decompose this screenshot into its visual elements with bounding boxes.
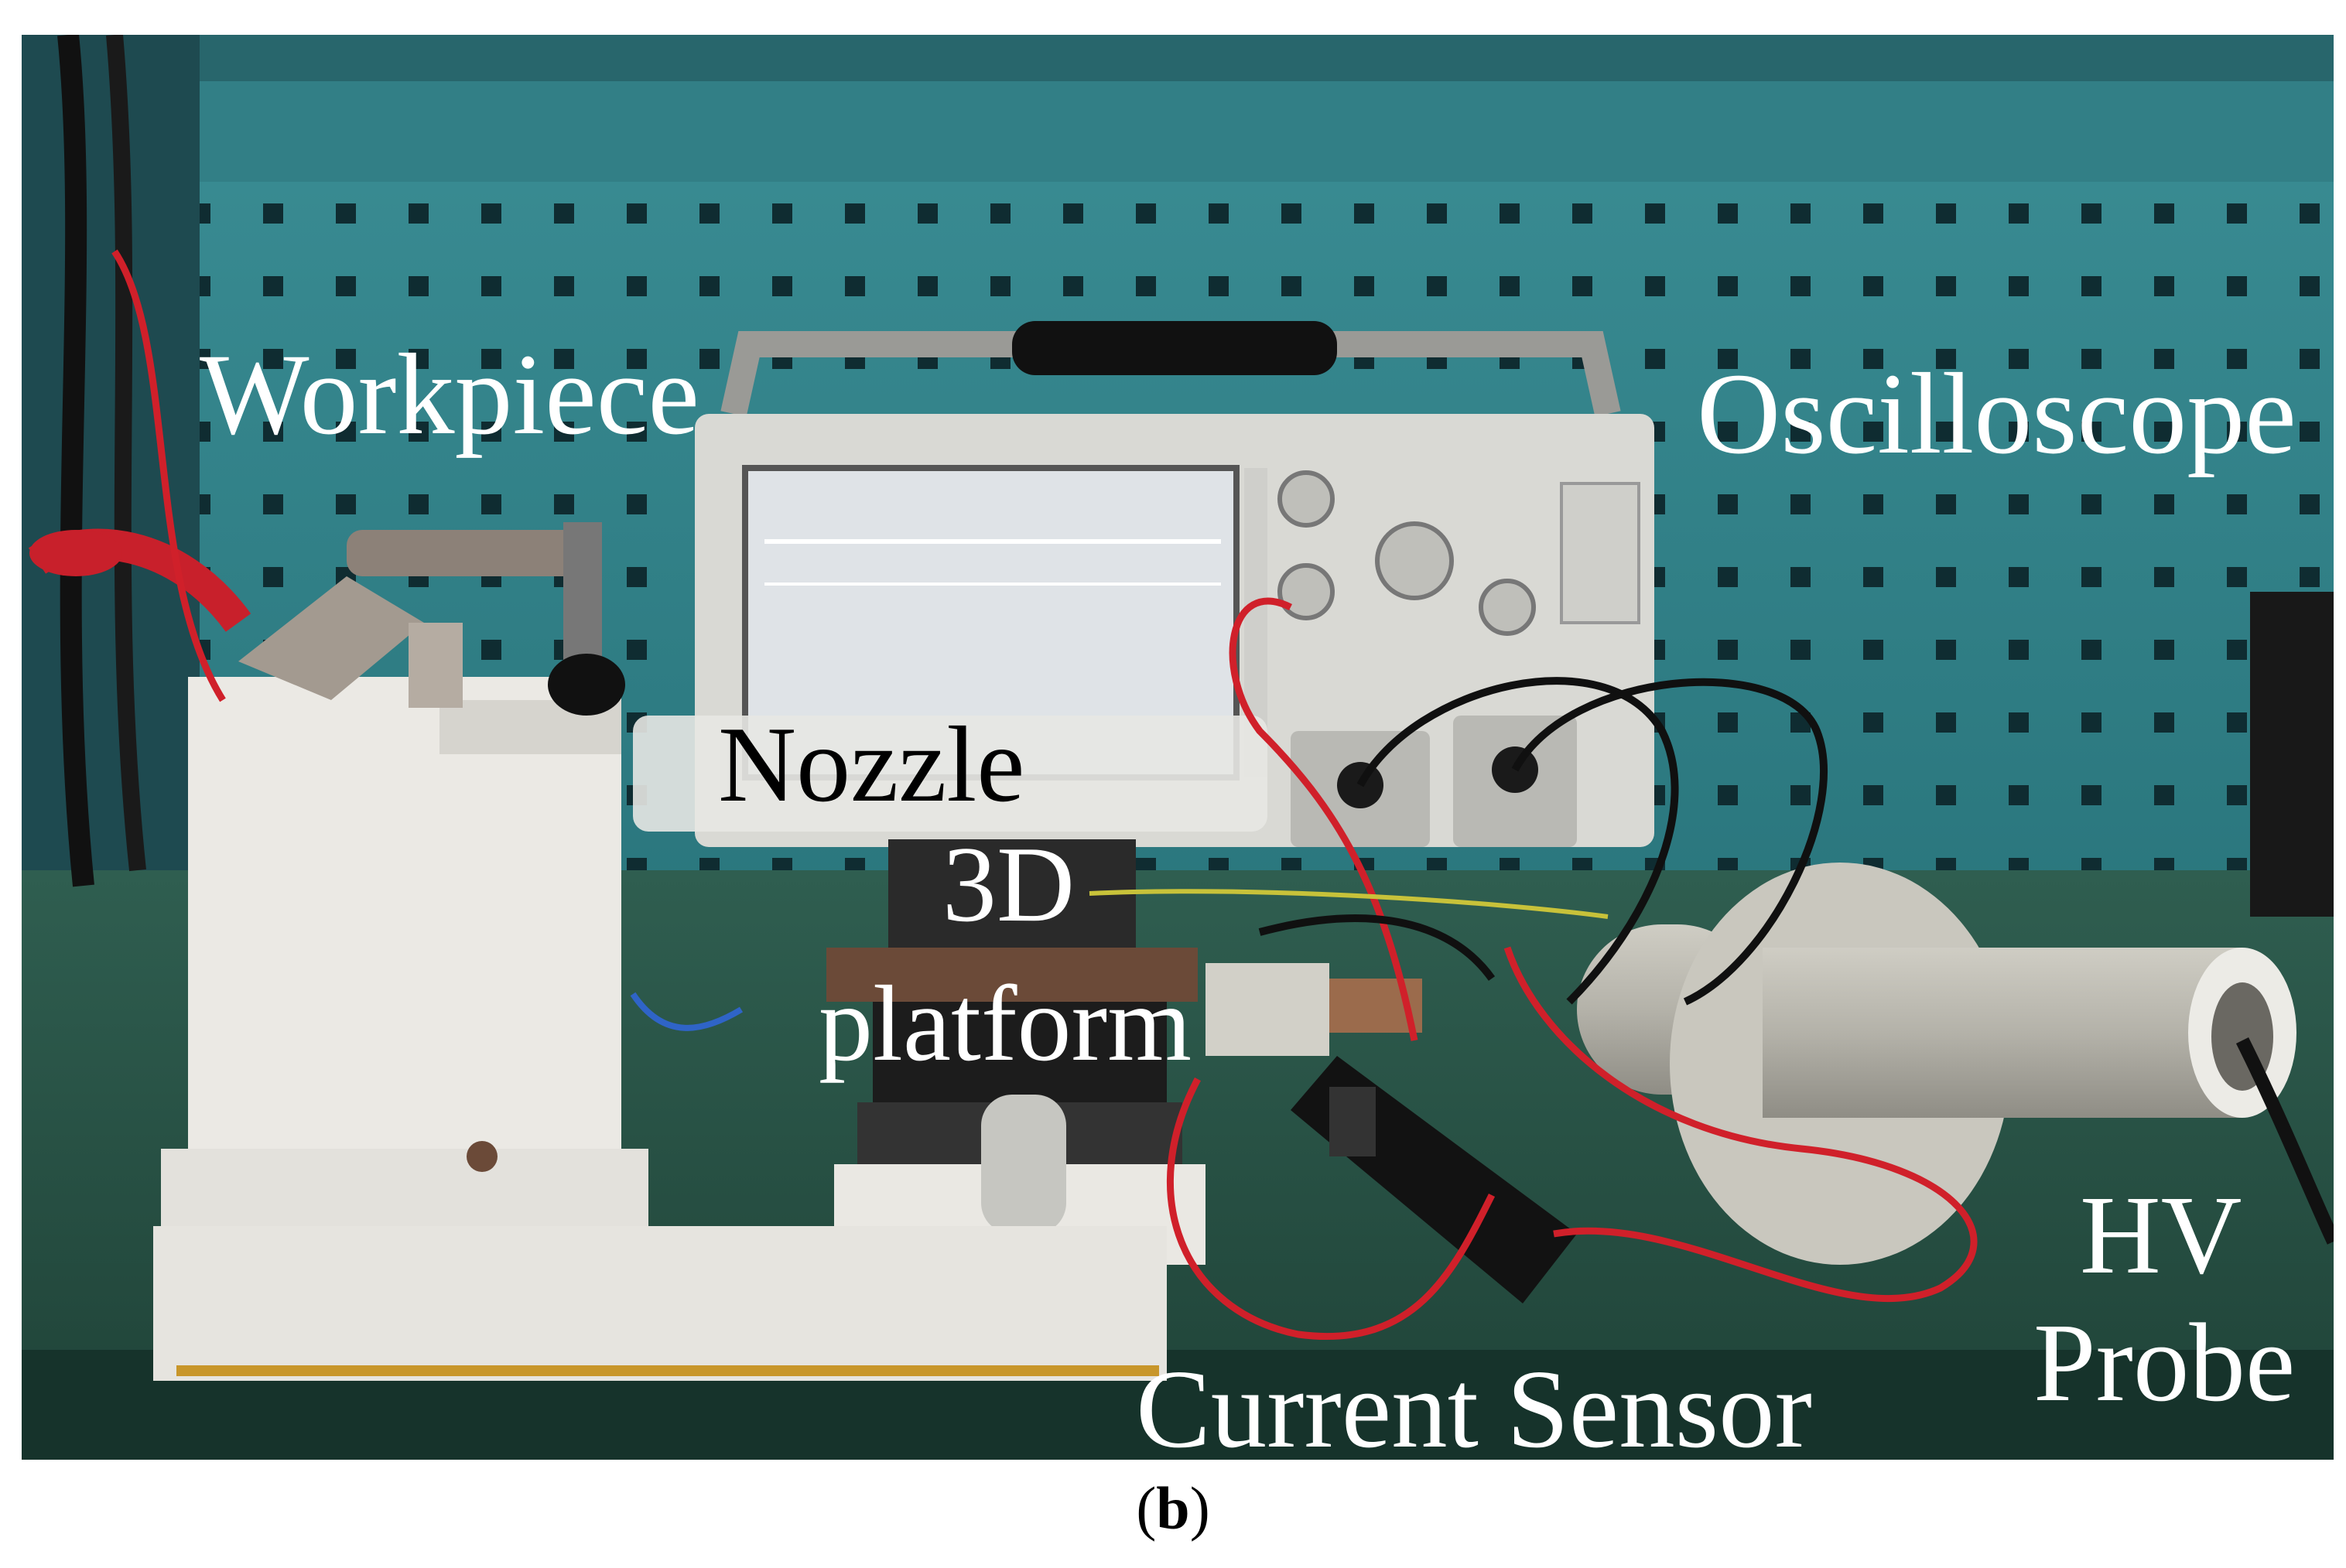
figure-caption: (b) (1136, 1474, 1210, 1542)
label-oscilloscope: Oscilloscope (1697, 350, 2296, 478)
label-nozzle: Nozzle (718, 705, 1024, 825)
caption-letter: b (1156, 1474, 1190, 1542)
hv-probe (1577, 863, 2341, 1265)
label-current-sensor: Current Sensor (1136, 1348, 1812, 1460)
label-workpiece: Workpiece (200, 330, 699, 459)
current-sensor-clamp (1291, 1056, 1577, 1303)
red-wires (111, 249, 1978, 1341)
workpiece-fixture (28, 522, 1167, 1381)
lab-setup-photo: Workpiece Oscilloscope Nozzle 3D platfor… (22, 33, 2341, 1471)
label-platform-line1: 3D (942, 825, 1075, 945)
label-hv-probe-line2: Probe (2033, 1301, 2295, 1425)
nozzle-tube (633, 716, 1267, 832)
label-hv-probe-line1: HV (2080, 1173, 2242, 1297)
label-platform-line2: platform (819, 964, 1192, 1084)
